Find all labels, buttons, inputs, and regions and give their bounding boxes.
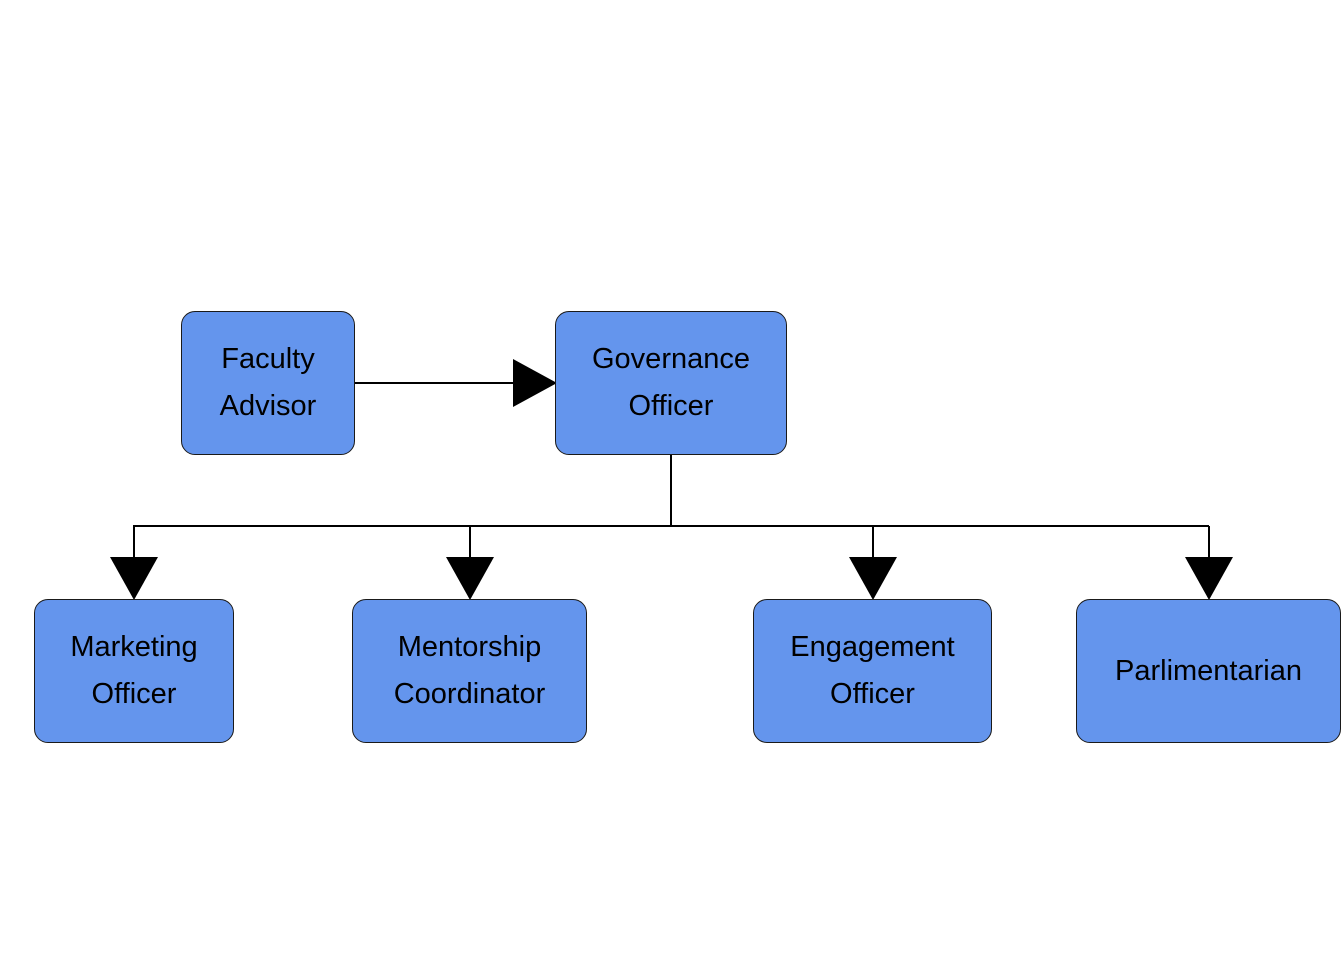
- arrowhead-marketing: [110, 557, 158, 600]
- node-mentorship-coordinator: Mentorship Coordinator: [352, 599, 587, 743]
- node-label-governance-officer: Governance Officer: [592, 343, 750, 422]
- node-engagement-officer: Engagement Officer: [753, 599, 992, 743]
- node-marketing-officer: Marketing Officer: [34, 599, 234, 743]
- arrowhead-mentorship: [446, 557, 494, 600]
- arrowhead-governance: [513, 359, 557, 407]
- node-label-parlimentarian: Parlimentarian: [1115, 654, 1302, 687]
- arrowhead-engagement: [849, 557, 897, 600]
- node-label-mentorship-coordinator: Mentorship Coordinator: [393, 631, 546, 710]
- node-parlimentarian: Parlimentarian: [1076, 599, 1341, 743]
- node-label-engagement-officer: Engagement Officer: [790, 631, 955, 710]
- node-governance-officer: Governance Officer: [555, 311, 787, 455]
- arrowhead-parlimentarian: [1185, 557, 1233, 600]
- node-faculty-advisor: Faculty Advisor: [181, 311, 355, 455]
- node-label-faculty-advisor: Faculty Advisor: [219, 343, 317, 422]
- node-label-marketing-officer: Marketing Officer: [70, 631, 198, 710]
